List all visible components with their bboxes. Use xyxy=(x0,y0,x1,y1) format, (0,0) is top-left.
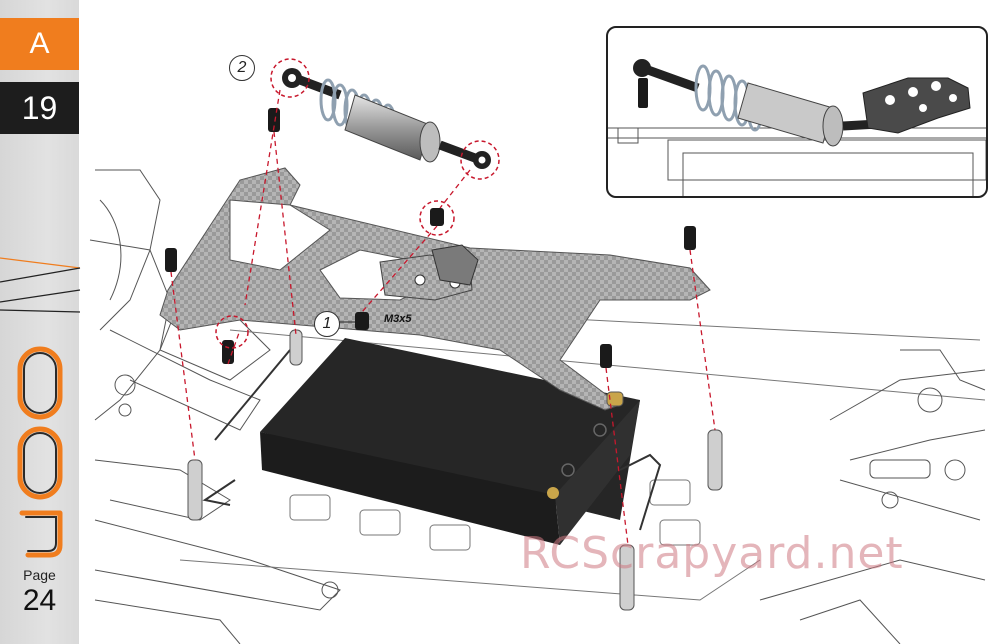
detail-illustration xyxy=(608,59,986,196)
screw-size-label: M3x5 xyxy=(384,313,412,325)
shock-absorber xyxy=(282,68,491,169)
section-tab: A xyxy=(0,18,79,70)
step-marker-2: 2 xyxy=(229,55,255,81)
shock-mount xyxy=(379,244,479,301)
pointer-lines xyxy=(0,257,81,313)
battery xyxy=(260,338,640,545)
watermark: RCScrapyard.net xyxy=(520,528,904,579)
detail-inset xyxy=(606,26,988,198)
step-number: 19 xyxy=(0,82,79,134)
posts xyxy=(187,329,723,611)
page-number: 24 xyxy=(22,584,57,617)
chassis-right xyxy=(759,349,986,644)
chassis-left xyxy=(89,169,341,644)
sidebar: A 19 Page 24 xyxy=(0,0,79,644)
assembly-illustration xyxy=(89,58,986,644)
brand-logo xyxy=(17,346,63,558)
battery-holders xyxy=(202,349,662,531)
assembly-lines xyxy=(170,89,716,546)
step-marker-1: 1 xyxy=(314,311,340,337)
screws xyxy=(165,108,696,368)
page-label: Page xyxy=(23,567,56,583)
callout-circles xyxy=(215,58,500,349)
